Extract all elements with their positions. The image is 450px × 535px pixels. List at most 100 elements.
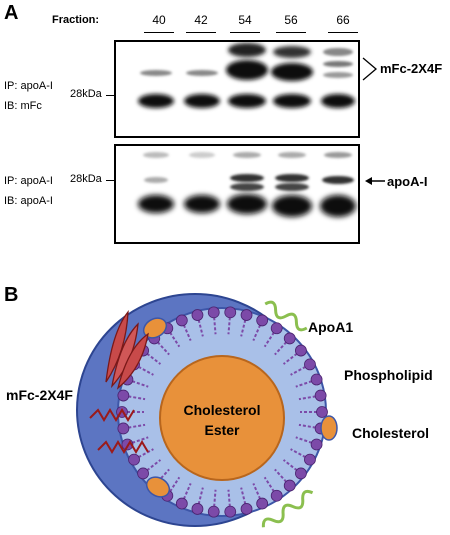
fraction-40-underline [144, 32, 174, 33]
phospholipid-tail [274, 337, 291, 356]
phospholipid-head [128, 453, 140, 466]
bottom-blot-marker-tick [106, 180, 114, 181]
mfc-label: mFc-2X4F [6, 387, 73, 403]
band [230, 174, 264, 182]
top-blot-marker-tick [106, 95, 114, 96]
fraction-40: 40 [152, 13, 166, 27]
bottom-blot-ib-label: IB: apoA-I [4, 195, 53, 207]
hdl-particle-diagram: Cholesterol Ester ApoA1 Phospholipid Cho… [6, 293, 433, 528]
mfc-helix [89, 408, 135, 422]
fraction-42-underline [186, 32, 216, 33]
phospholipid-head [224, 505, 237, 518]
phospholipid-tail [153, 337, 170, 356]
panel-a-letter: A [4, 2, 19, 24]
apoa1-helix-bottom [261, 489, 314, 528]
band [275, 183, 309, 191]
phospholipid-head [295, 344, 307, 357]
fraction-54: 54 [238, 13, 252, 27]
phospholipid-tail [240, 314, 248, 337]
top-blot-bands [138, 43, 355, 108]
band [323, 48, 353, 56]
cholesterol-molecule [142, 317, 168, 339]
cholesterol-molecule [320, 415, 338, 441]
cholesterol-ester-core [159, 355, 285, 481]
phospholipid-head [314, 389, 327, 402]
bottom-blot-bands [138, 152, 356, 217]
phospholipid-head [191, 503, 204, 515]
phospholipid-head [270, 489, 283, 502]
band [272, 195, 312, 217]
phospholipid-tail [274, 468, 291, 487]
bottom-blot-ip-label: IP: apoA-I [4, 175, 53, 187]
phospholipid-head [316, 406, 328, 418]
band [143, 152, 169, 158]
phospholipid-tail [240, 487, 248, 510]
phospholipid-head [117, 422, 130, 435]
mfc-feather [116, 332, 149, 390]
arrow-left-icon [365, 177, 385, 185]
phospholipid-tail [133, 363, 154, 376]
phospholipid-head [310, 438, 323, 451]
phospholipid-tail [166, 476, 181, 497]
fraction-66-underline [328, 32, 358, 33]
phospholipid-head [304, 453, 316, 466]
band [144, 177, 168, 183]
phospholipid-tail [180, 320, 192, 341]
apoa1-helix-top [264, 300, 308, 332]
band [138, 94, 174, 108]
fraction-42: 42 [194, 13, 208, 27]
phospholipid-tail [263, 327, 278, 348]
apoa1-band-label: apoA-I [387, 174, 428, 189]
band [322, 176, 354, 184]
bracket-icon [362, 57, 378, 81]
fraction-56: 56 [284, 13, 298, 27]
phospholipid-head [175, 497, 188, 510]
phospholipid-head [207, 306, 220, 319]
phospholipid-tail [127, 436, 149, 446]
phospholipid-tail [212, 312, 217, 335]
band [227, 194, 267, 214]
phospholipid-head [240, 503, 253, 515]
phospholipid-tail [252, 483, 264, 504]
phospholipid-head [240, 309, 253, 321]
core-label-line1: Cholesterol [183, 402, 260, 418]
phospholipid-tail [227, 489, 232, 512]
phospholipid-tail [153, 468, 170, 487]
band [271, 63, 313, 81]
phospholipid-tail [290, 448, 311, 461]
phospholipid-tail [142, 349, 162, 365]
phospholipid-tail [282, 459, 302, 475]
band [233, 152, 261, 158]
top-blot-ip-label: IP: apoA-I [4, 80, 53, 92]
band [323, 72, 353, 78]
band [273, 94, 311, 108]
phospholipid-head [283, 332, 296, 345]
phospholipid-head [175, 314, 188, 327]
phospholipid-tail [123, 394, 146, 401]
phospholipid-tail [142, 459, 162, 475]
phospholipid-tail [196, 314, 204, 337]
phospholipid-head [224, 306, 237, 319]
top-blot-ib-label: IB: mFc [4, 100, 42, 112]
apoa1-label: ApoA1 [308, 319, 353, 335]
mfc-feather [105, 310, 129, 383]
phospholipid-tail [295, 436, 317, 446]
cholesterol-label: Cholesterol [352, 425, 429, 441]
mfc-band-label: mFc-2X4F [380, 61, 443, 76]
phospholipid-tail [133, 448, 154, 461]
core-label-line2: Ester [204, 422, 240, 438]
band [228, 43, 266, 57]
band [321, 94, 355, 108]
top-blot-image [114, 40, 360, 138]
band [184, 195, 220, 213]
phospholipid-tail [196, 487, 204, 510]
mfc-helix [97, 440, 149, 454]
band [228, 94, 266, 108]
phospholipid-head [191, 309, 204, 321]
band [230, 183, 264, 191]
phospholipid-tail [127, 378, 149, 388]
band [226, 60, 268, 80]
phospholipid-tail [252, 320, 264, 341]
phospholipid-head [256, 314, 269, 327]
band [273, 46, 311, 58]
